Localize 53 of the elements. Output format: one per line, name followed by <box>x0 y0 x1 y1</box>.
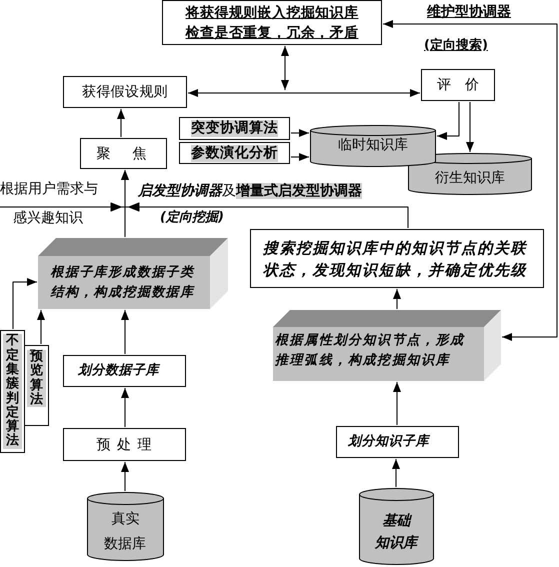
arrow <box>121 388 129 428</box>
step-label: 获得假设规则 <box>82 83 168 101</box>
double-arrow <box>281 46 289 90</box>
step-label: 搜索挖掘知识库中的知识节点的关联状态，发现知识短缺，并确定优先级 <box>263 238 528 280</box>
arrow <box>436 102 460 140</box>
arrow <box>290 129 310 137</box>
mode-label: (定向挖掘) <box>160 210 224 226</box>
step-label: 聚 焦 <box>96 144 150 162</box>
coordinator-label: 维护型协调器 <box>427 4 511 21</box>
step-label: 根据子库形成数据子类结构，构成挖掘数据库 <box>50 264 196 302</box>
arrow <box>121 310 129 354</box>
database-label: 真实数据库 <box>104 510 147 554</box>
step-label: 突变协调算法 <box>191 120 278 137</box>
coordinator-label: 启发型协调器及增量式启发型协调器 <box>138 183 362 200</box>
process-box <box>63 355 186 387</box>
arrow <box>121 170 408 228</box>
step-label: 参数演化分析 <box>191 144 278 162</box>
algorithm-label: 预览算法 <box>27 350 46 408</box>
database-label: 临时知识库 <box>338 136 408 154</box>
arrow <box>121 462 129 492</box>
arrow <box>37 310 45 344</box>
arrow <box>393 288 401 310</box>
database-label: 衍生知识库 <box>435 168 505 186</box>
double-arrow <box>382 20 558 341</box>
step-label: 根据属性划分知识节点，形成推理弧线，构成挖掘知识库 <box>275 332 466 370</box>
process-box <box>162 0 382 45</box>
process-box <box>63 428 186 461</box>
process-box <box>421 69 495 101</box>
step-label: 评 价 <box>437 76 479 94</box>
algorithm-label: 不定集簇判定算法 <box>3 334 22 449</box>
arrow <box>290 153 310 161</box>
arrow <box>117 108 125 138</box>
algorithm-box <box>24 345 49 426</box>
step-label: 预 处 理 <box>96 436 152 454</box>
process-box <box>250 229 544 288</box>
arrow <box>466 102 474 152</box>
arrow <box>12 278 38 330</box>
annotation-text: 根据用户需求与感兴趣知识 <box>0 175 103 233</box>
arrow <box>392 458 400 488</box>
process-box <box>179 117 290 140</box>
process-box <box>63 76 187 108</box>
arrow <box>393 382 401 426</box>
step-label: 检查是否重复，冗余，矛盾 <box>186 24 358 42</box>
process-box <box>336 426 459 458</box>
double-arrow <box>188 89 420 97</box>
database-label: 基础知识库 <box>374 512 418 553</box>
process-box <box>179 142 290 164</box>
mode-label: (定向搜索) <box>424 38 488 54</box>
step-label: 划分知识子库 <box>348 433 429 451</box>
step-label: 将获得规则嵌入挖掘知识库 <box>186 4 358 22</box>
process-box <box>80 138 167 169</box>
step-label: 划分数据子库 <box>78 362 159 380</box>
algorithm-box <box>0 330 25 453</box>
